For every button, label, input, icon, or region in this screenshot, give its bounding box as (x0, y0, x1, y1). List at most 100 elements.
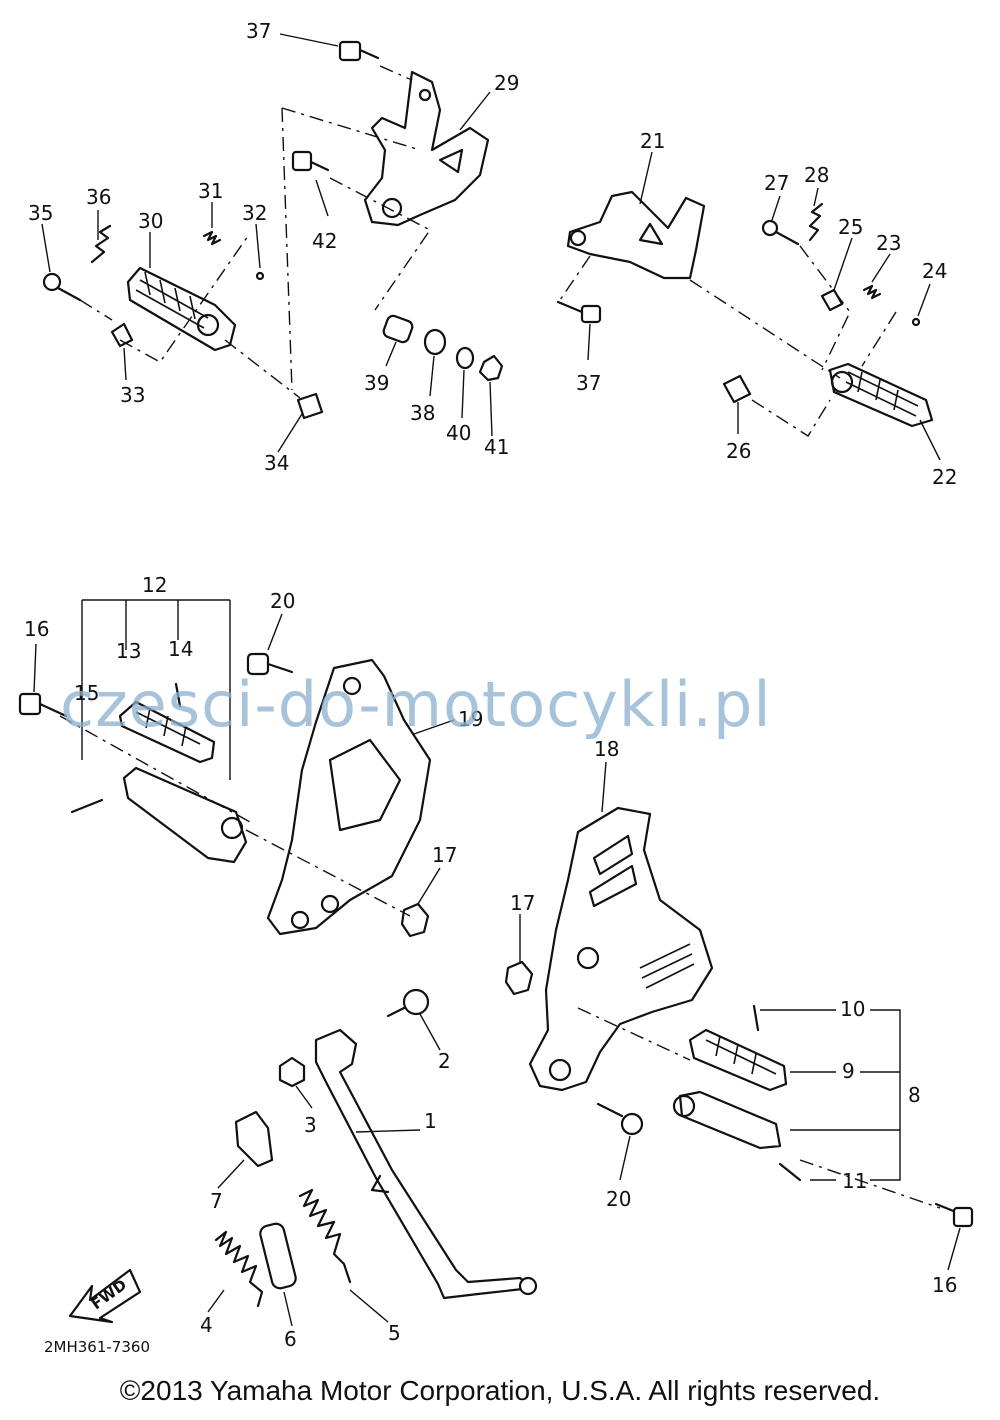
watermark: czesci-do-motocykli.pl (60, 668, 772, 741)
callout-12: 12 (142, 573, 167, 597)
rubber-9 (688, 1028, 788, 1092)
callout-1: 1 (424, 1109, 437, 1133)
spring-4 (214, 1230, 264, 1308)
callout-14: 14 (168, 637, 193, 661)
callout-32: 32 (242, 201, 267, 225)
nut-41 (478, 354, 504, 382)
callout-28: 28 (804, 163, 829, 187)
spring-28 (808, 202, 824, 242)
callout-20-top: 20 (270, 589, 295, 613)
callout-13: 13 (116, 639, 141, 663)
callout-16-left: 16 (24, 617, 49, 641)
callout-23: 23 (876, 231, 901, 255)
ball-32 (255, 271, 265, 281)
rubber-13 (118, 700, 216, 764)
nut-17-right (504, 960, 534, 996)
callout-31: 31 (198, 179, 223, 203)
bracket-line-12 (81, 599, 231, 780)
screw-14 (174, 682, 182, 708)
callout-17-right: 17 (510, 891, 535, 915)
diagram-code: 2MH361-7360 (44, 1338, 150, 1356)
plate-7 (234, 1110, 274, 1168)
callout-39: 39 (364, 371, 389, 395)
ball-25 (820, 288, 844, 312)
callout-22: 22 (932, 465, 957, 489)
callout-11: 11 (842, 1169, 867, 1193)
callout-4: 4 (200, 1313, 213, 1337)
footrest-30 (126, 266, 237, 352)
footrest-body (122, 766, 248, 864)
fwd-label: FWD (88, 1276, 130, 1314)
callout-35: 35 (28, 201, 53, 225)
callout-8: 8 (908, 1083, 921, 1107)
copyright-footer: ©2013 Yamaha Motor Corporation, U.S.A. A… (119, 1375, 881, 1406)
callout-40: 40 (446, 421, 471, 445)
callout-20-bottom: 20 (606, 1187, 631, 1211)
bolt-20-top (246, 652, 294, 676)
ball-33 (110, 322, 134, 348)
plate-34 (296, 392, 324, 420)
bolt-16-right (934, 1202, 974, 1228)
pin-27 (761, 219, 800, 246)
washer-40 (455, 346, 475, 370)
bolt-15 (70, 798, 104, 814)
screw-10 (752, 1004, 760, 1032)
bolt-16-left (18, 692, 68, 718)
callout-17-left: 17 (432, 843, 457, 867)
sleeve-6 (259, 1222, 297, 1290)
callout-15: 15 (74, 681, 99, 705)
callout-16-right: 16 (932, 1273, 957, 1297)
callout-5: 5 (388, 1321, 401, 1345)
bolt-20-bottom (596, 1102, 644, 1136)
bracket-29 (363, 70, 490, 227)
callout-9: 9 (842, 1059, 855, 1083)
spring-36 (90, 224, 112, 264)
nut-3 (278, 1056, 306, 1088)
fwd-arrow-icon (68, 1268, 142, 1324)
pin-35 (42, 272, 82, 302)
bolt-2 (386, 988, 430, 1018)
callout-24: 24 (922, 259, 947, 283)
bolt-42 (291, 150, 330, 172)
plate-18 (528, 806, 714, 1092)
bolt-11 (778, 1162, 802, 1182)
collar-39 (382, 314, 414, 344)
callout-27: 27 (764, 171, 789, 195)
bolt-37-right (556, 300, 602, 324)
sidestand-1 (314, 1028, 538, 1300)
callout-10: 10 (840, 997, 865, 1021)
callout-37-right: 37 (576, 371, 601, 395)
bolt-37-top (338, 40, 380, 62)
callout-30: 30 (138, 209, 163, 233)
spring-5 (298, 1188, 352, 1284)
callout-19: 19 (458, 707, 483, 731)
washer-38 (423, 328, 447, 356)
callout-18: 18 (594, 737, 619, 761)
callout-37-top: 37 (246, 19, 271, 43)
spring-23 (862, 284, 882, 300)
callout-41: 41 (484, 435, 509, 459)
callout-26: 26 (726, 439, 751, 463)
callout-33: 33 (120, 383, 145, 407)
callout-2: 2 (438, 1049, 451, 1073)
callout-21: 21 (640, 129, 665, 153)
callout-34: 34 (264, 451, 289, 475)
plate-26 (722, 374, 752, 404)
footrest-22 (828, 362, 934, 428)
plate-19 (266, 658, 432, 936)
callout-3: 3 (304, 1113, 317, 1137)
callout-42: 42 (312, 229, 337, 253)
spring-31 (202, 230, 222, 246)
bracket-21 (566, 190, 706, 280)
callout-29: 29 (494, 71, 519, 95)
callout-36: 36 (86, 185, 111, 209)
callout-25: 25 (838, 215, 863, 239)
callout-38: 38 (410, 401, 435, 425)
callout-7: 7 (210, 1189, 223, 1213)
footrest-8 (672, 1090, 782, 1150)
ball-24 (911, 317, 921, 327)
callout-6: 6 (284, 1327, 297, 1351)
